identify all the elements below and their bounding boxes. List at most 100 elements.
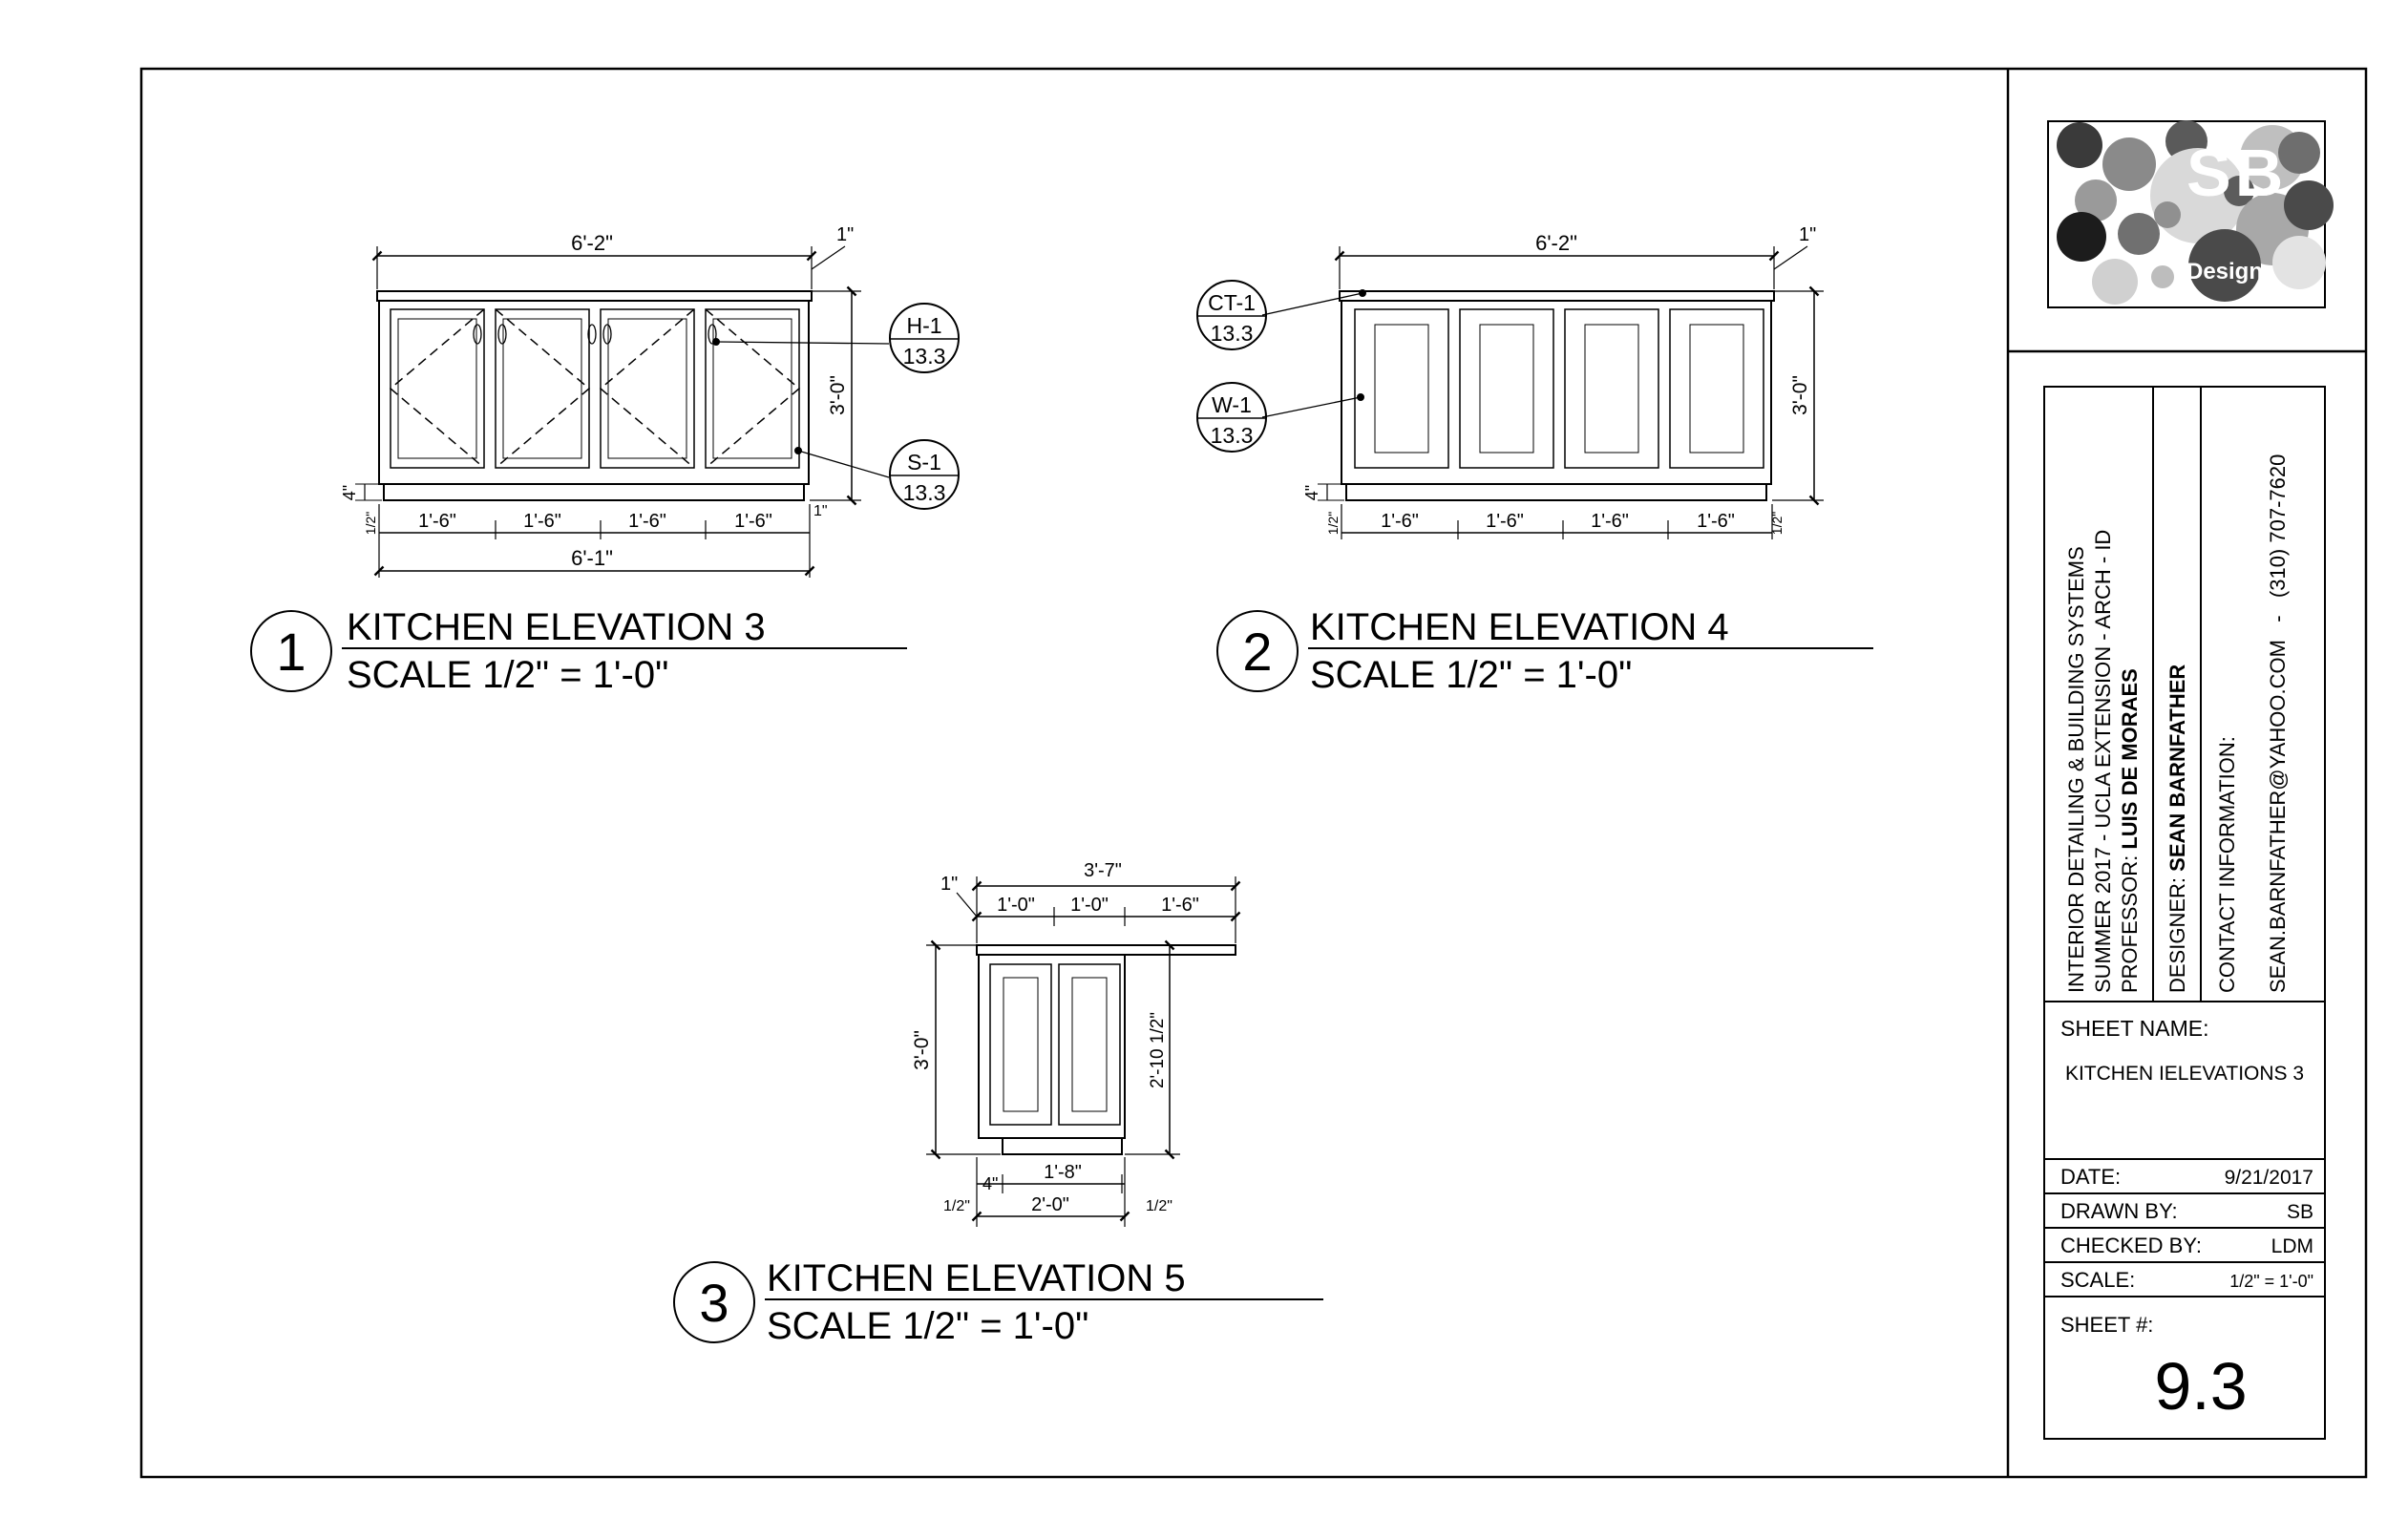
drawing-number-circle-2 [1216,610,1299,692]
dim-toe-height-2: 4" [1302,485,1321,500]
logo-letters: SB [2186,136,2287,210]
drawing-number-1: 1 [276,622,306,682]
dim-inner-height-3: 2'-10 1/2" [1148,1012,1168,1088]
elevation-2-text: 6'-2" 1" 3'-0" 4" 1/2" 1/2" 1'-6" 1'-6" … [1208,224,1816,696]
dim-bay-3: 1'-6" [1591,511,1629,532]
dim-bay-3: 1'-6" [628,511,666,532]
toe-kick [1345,483,1767,501]
drawing-number-circle-1 [250,610,332,692]
dim-bay-2: 1'-6" [1486,511,1524,532]
contact-value: SEAN.BARNFATHER@YAHOO.COM - (310) 707-76… [2266,454,2290,993]
logo-word: Design [2186,259,2263,285]
tag-s1-code: S-1 [907,450,941,475]
drawing-title-2: KITCHEN ELEVATION 4 [1310,606,1729,648]
drawn-by-label: DRAWN BY: [2060,1199,2178,1223]
tag-w1-code: W-1 [1212,392,1252,417]
tag-s1-sheet: 13.3 [903,480,946,505]
elevation-2 [1196,245,1873,692]
elevation-3-text: 3'-7" 1" 1'-0" 1'-0" 1'-6" 3'-0" 2'-10 1… [699,860,1198,1347]
cabinet-body [1341,300,1772,485]
cabinet-doors [989,963,1121,1126]
tag-bubble-h1 [889,303,960,373]
dim-reveal-left-3: 1/2" [943,1198,970,1214]
sheet-name: KITCHEN IELEVATIONS 3 [2065,1063,2304,1085]
dim-toe-reveal-2: 1/2" [1325,512,1341,535]
tag-bubble-w1 [1196,382,1267,453]
toe-kick [1002,1137,1123,1155]
dim-height-1: 3'-0" [827,375,849,415]
drawing-title-3: KITCHEN ELEVATION 5 [767,1257,1186,1299]
dim-reveal-right-3: 1/2" [1146,1198,1172,1214]
elevation-3 [673,876,1323,1343]
dim-top-seg-1: 1'-0" [997,895,1035,916]
sheet-name-label: SHEET NAME: [2060,1016,2209,1041]
dim-overhang-1: 1" [836,224,854,245]
sheet-border [139,67,2368,1479]
dim-top-seg-2: 1'-0" [1070,895,1109,916]
dim-overall-bottom-1: 6'-1" [571,546,613,570]
dim-overall-bottom-3: 2'-0" [1031,1194,1069,1215]
dim-toe-width-3: 1'-8" [1044,1162,1082,1183]
dim-toe-reveal-1: 1/2" [363,512,378,535]
tag-h1-sheet: 13.3 [903,344,946,369]
drawing-number-2: 2 [1242,622,1272,682]
scale-label: SCALE: [2060,1268,2135,1292]
toe-kick [383,483,805,501]
company-logo: SB Design [2047,120,2334,308]
title-block: INTERIOR DETAILING & BUILDING SYSTEMS SU… [2043,386,2326,1440]
contact-label: CONTACT INFORMATION: [2215,736,2239,993]
countertop [1339,290,1775,302]
dim-top-seg-3: 1'-6" [1161,895,1199,916]
tag-ct1-sheet: 13.3 [1211,321,1254,346]
dim-overall-top-1: 6'-2" [571,231,613,255]
dim-bay-1: 1'-6" [1381,511,1419,532]
scale-value: 1/2" = 1'-0" [2229,1272,2313,1291]
drawing-number-circle-3 [673,1261,755,1343]
checked-by-value: LDM [2271,1235,2313,1257]
dim-height-2: 3'-0" [1789,375,1811,415]
date-value: 9/21/2017 [2225,1167,2313,1189]
drawing-scale-2: SCALE 1/2" = 1'-0" [1310,654,1632,696]
dim-height-3: 3'-0" [911,1030,933,1070]
tag-ct1-code: CT-1 [1208,290,1256,315]
tag-h1-code: H-1 [906,313,941,338]
dim-overhang-2: 1" [1799,224,1816,245]
countertop [376,290,813,302]
dim-bay-4: 1'-6" [734,511,772,532]
designer-name: SEAN BARNFATHER [2165,665,2189,872]
course-line-1: INTERIOR DETAILING & BUILDING SYSTEMS [2064,546,2088,993]
drawing-title-1: KITCHEN ELEVATION 3 [347,606,766,648]
dim-bay-4: 1'-6" [1697,511,1735,532]
elevation-1-text: 6'-2" 1" 3'-0" 4" 1/2" 1" 1'-6" 1'-6" 1'… [276,224,945,696]
tag-bubble-s1 [889,439,960,510]
sheet-number-label: SHEET #: [2060,1313,2153,1337]
drawing-scale-3: SCALE 1/2" = 1'-0" [767,1305,1088,1347]
dim-overhang-3: 1" [940,874,958,895]
countertop [976,944,1236,956]
dim-toe-reveal-right-2: 1/2" [1769,512,1785,535]
checked-by-label: CHECKED BY: [2060,1234,2202,1257]
drawn-by-value: SB [2287,1201,2313,1223]
designer-line: DESIGNER: SEAN BARNFATHER [2165,665,2189,993]
dim-toe-height-3: 4" [982,1174,998,1193]
cabinet-doors [389,308,801,469]
professor-line: PROFESSOR: LUIS DE MORAES [2118,668,2142,993]
dim-overall-top-2: 6'-2" [1535,231,1577,255]
tag-w1-sheet: 13.3 [1211,423,1254,448]
dim-overall-top-3: 3'-7" [1084,860,1122,881]
drawing-number-3: 3 [699,1273,729,1333]
date-label: DATE: [2060,1165,2121,1189]
sheet-number: 9.3 [2154,1349,2247,1424]
dim-bay-2: 1'-6" [523,511,561,532]
dim-bay-1: 1'-6" [418,511,456,532]
cabinet-doors [1354,308,1764,469]
elevation-1 [250,245,960,692]
course-line-2: SUMMER 2017 - UCLA EXTENSION - ARCH - ID [2091,530,2115,993]
dim-toe-height-1: 4" [340,485,359,500]
tag-bubble-ct1 [1196,280,1267,350]
logo-circles [2057,120,2334,305]
drawing-scale-1: SCALE 1/2" = 1'-0" [347,654,668,696]
cabinet-body [378,300,810,485]
designer-label: DESIGNER: [2165,872,2189,993]
